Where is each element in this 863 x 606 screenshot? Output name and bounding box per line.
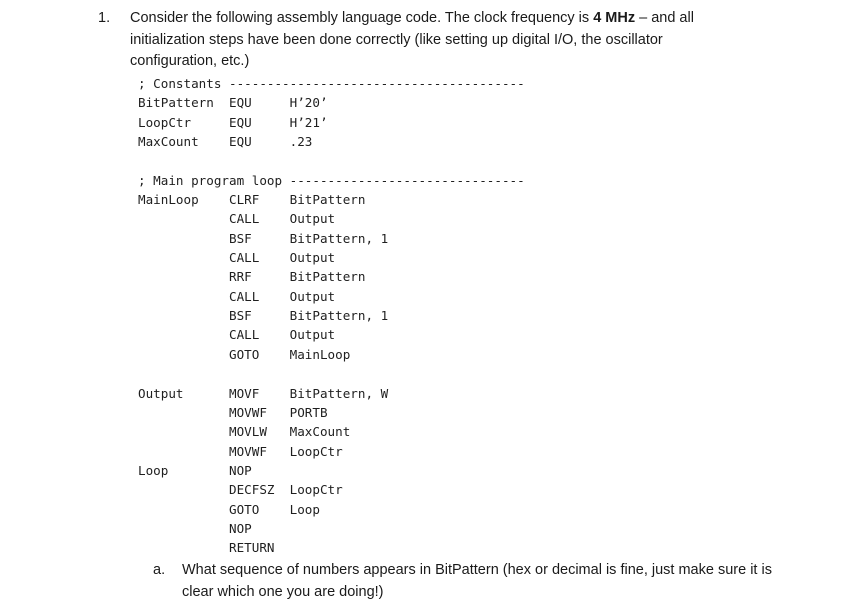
code-line: MOVWF LoopCtr [138,443,343,459]
code-line: DECFSZ LoopCtr [138,482,343,498]
code-line: ; Constants ----------------------------… [138,76,525,91]
code-line: Loop NOP [138,462,252,478]
subquestion-block: a. What sequence of numbers appears in B… [153,559,793,603]
code-line: BSF BitPattern, 1 [138,230,389,246]
code-line: GOTO Loop [138,501,320,517]
question-block: 1. Consider the following assembly langu… [98,8,746,73]
assembly-code-listing: ; Constants ----------------------------… [138,74,525,558]
code-line: CALL Output [138,211,336,227]
question-text-prefix: Consider the following assembly language… [130,10,594,26]
subquestion-text: What sequence of numbers appears in BitP… [182,562,772,600]
code-line: MainLoop CLRF BitPattern [138,192,366,208]
code-line: LoopCtr EQU H’21’ [138,114,328,130]
code-line: MaxCount EQU .23 [138,134,313,150]
question-text: Consider the following assembly language… [130,8,746,73]
question-number: 1. [98,10,111,26]
code-line: BitPattern EQU H’20’ [138,95,328,111]
code-line: CALL Output [138,288,336,304]
code-line: MOVLW MaxCount [138,424,351,440]
code-line: MOVWF PORTB [138,404,328,420]
clock-frequency-value: 4 MHz [593,10,636,26]
code-line: GOTO MainLoop [138,346,351,362]
code-line: RETURN [138,540,275,556]
code-line: ; Main program loop --------------------… [138,172,525,188]
code-line-blank [138,151,525,170]
code-line-blank [138,364,525,383]
code-line: BSF BitPattern, 1 [138,308,389,324]
code-line: NOP [138,520,252,536]
code-line: CALL Output [138,327,336,343]
code-line: Output MOVF BitPattern, W [138,385,389,401]
code-line: RRF BitPattern [138,269,366,285]
code-line: CALL Output [138,250,336,266]
subquestion-marker: a. [153,562,166,578]
question-text-suffix: – and all initialization steps have been… [130,10,694,69]
